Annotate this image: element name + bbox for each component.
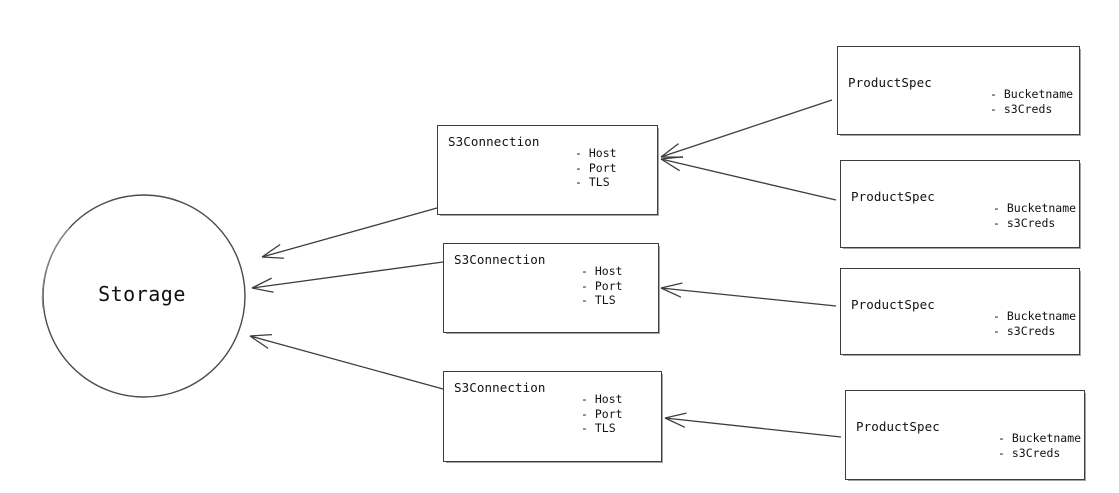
s3connection-attribute-row: - Port	[581, 406, 623, 421]
productspec-attribute-row: - s3Creds	[998, 445, 1061, 460]
storage-circle-node[interactable]: Storage	[41, 193, 246, 398]
productspec-title: ProductSpec	[856, 419, 940, 434]
productspec-box[interactable]: ProductSpec - Bucketname- s3Creds	[840, 268, 1080, 355]
s3connection-attribute-row: - Port	[581, 278, 623, 293]
arrow-edge-spec4-to-s3conn3	[664, 412, 842, 438]
arrow-edge-spec2-to-s3conn1	[660, 156, 837, 201]
storage-circle-outline	[41, 194, 246, 398]
s3connection-attributes: - Host- Port- TLS	[581, 392, 623, 436]
s3connection-title: S3Connection	[454, 380, 546, 395]
s3connection-attribute-row: - Port	[575, 160, 617, 175]
productspec-attributes: - Bucketname- s3Creds	[990, 87, 1073, 116]
s3connection-box[interactable]: S3Connection - Host- Port- TLS	[443, 243, 659, 333]
arrow-edge-s3conn2-to-storage	[251, 261, 444, 293]
productspec-title: ProductSpec	[848, 75, 932, 90]
productspec-attribute-row: - Bucketname	[998, 431, 1082, 445]
productspec-attributes: - Bucketname- s3Creds	[993, 201, 1076, 230]
arrow-edge-s3conn3-to-storage	[249, 333, 444, 390]
productspec-box[interactable]: ProductSpec - Bucketname- s3Creds	[845, 390, 1085, 480]
s3connection-box[interactable]: S3Connection - Host- Port- TLS	[437, 125, 658, 215]
s3connection-attribute-row: - Host	[575, 146, 617, 160]
productspec-attribute-row: - Bucketname	[990, 87, 1074, 101]
productspec-box[interactable]: ProductSpec - Bucketname- s3Creds	[837, 46, 1080, 135]
productspec-box[interactable]: ProductSpec - Bucketname- s3Creds	[840, 160, 1080, 248]
arrow-edge-spec1-to-s3conn1	[660, 99, 833, 158]
productspec-attributes: - Bucketname- s3Creds	[998, 431, 1081, 460]
s3connection-title: S3Connection	[454, 252, 546, 267]
s3connection-attribute-row: - TLS	[581, 293, 616, 307]
s3connection-attribute-row: - Host	[581, 392, 623, 406]
s3connection-attribute-row: - TLS	[575, 175, 610, 189]
productspec-title: ProductSpec	[851, 297, 935, 312]
productspec-attribute-row: - Bucketname	[993, 309, 1077, 323]
productspec-title: ProductSpec	[851, 189, 935, 204]
s3connection-attributes: - Host- Port- TLS	[575, 146, 617, 190]
productspec-attribute-row: - Bucketname	[993, 201, 1077, 215]
arrow-edge-s3conn1-to-storage	[261, 207, 438, 259]
s3connection-attribute-row: - Host	[581, 264, 623, 278]
s3connection-attributes: - Host- Port- TLS	[581, 264, 623, 308]
arrow-edge-spec3-to-s3conn2	[660, 282, 837, 307]
productspec-attribute-row: - s3Creds	[990, 101, 1053, 116]
productspec-attributes: - Bucketname- s3Creds	[993, 309, 1076, 338]
storage-label: Storage	[98, 282, 186, 306]
s3connection-title: S3Connection	[448, 134, 540, 149]
productspec-attribute-row: - s3Creds	[993, 215, 1056, 230]
s3connection-box[interactable]: S3Connection - Host- Port- TLS	[443, 371, 662, 462]
s3connection-attribute-row: - TLS	[581, 421, 616, 435]
productspec-attribute-row: - s3Creds	[993, 323, 1056, 338]
